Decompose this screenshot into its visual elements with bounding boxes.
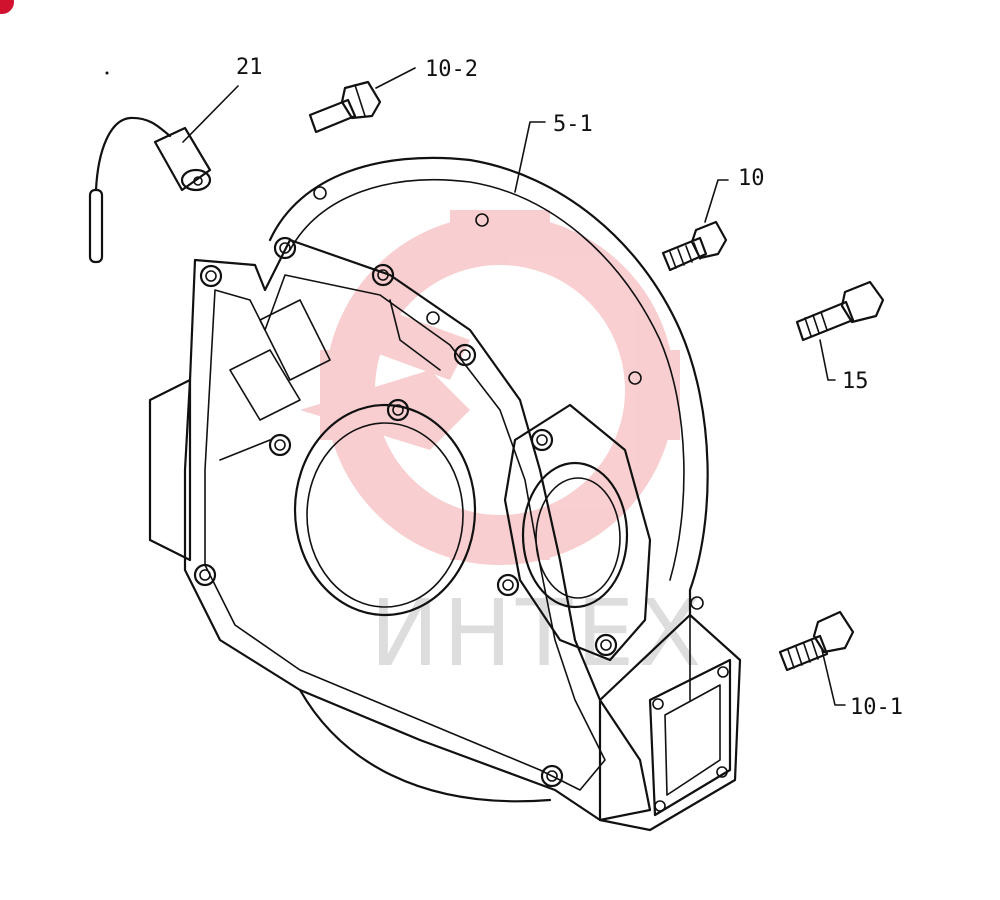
leader-lines bbox=[105, 67, 846, 706]
callout-10-2: 10-2 bbox=[425, 57, 478, 82]
callout-15: 15 bbox=[842, 369, 869, 394]
part-21-sensor bbox=[88, 116, 212, 264]
callout-5-1: 5-1 bbox=[553, 112, 593, 137]
flywheel-housing bbox=[148, 156, 742, 832]
part-10-bolt bbox=[661, 220, 728, 272]
callout-21: 21 bbox=[236, 55, 263, 80]
part-10-2-bolt bbox=[308, 80, 382, 134]
callout-10-1: 10-1 bbox=[850, 695, 903, 720]
watermark-logo bbox=[300, 210, 680, 565]
part-15-bolt bbox=[795, 280, 885, 342]
callout-10: 10 bbox=[738, 166, 765, 191]
watermark-text: ИНТЕХ bbox=[370, 580, 705, 687]
part-10-1-bolt bbox=[778, 610, 855, 672]
